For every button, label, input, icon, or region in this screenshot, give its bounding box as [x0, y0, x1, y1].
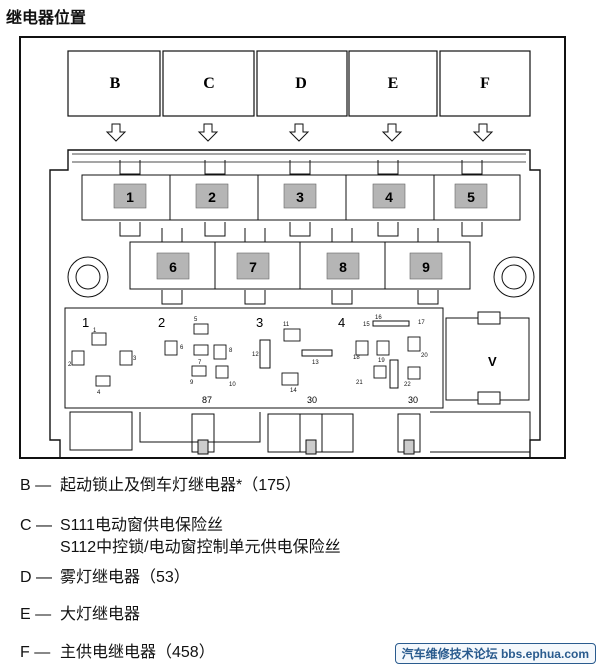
- slot-number-label: 13: [312, 360, 319, 366]
- arrow-icon: [288, 123, 310, 142]
- slot-number-label: 17: [418, 320, 425, 326]
- legend-key: C —: [20, 517, 52, 534]
- top-box-label-d: D: [295, 75, 307, 92]
- legend-text: S112中控锁/电动窗控制单元供电保险丝: [60, 539, 341, 556]
- relay-slot-3: [283, 183, 317, 209]
- slot-number-label: 6: [180, 345, 184, 351]
- slot-number-label: 2: [68, 362, 72, 368]
- top-box-label-c: C: [203, 75, 215, 92]
- relay-numbers-row-1: 1 2 3 4 5: [113, 183, 488, 209]
- legend-text: 雾灯继电器（53）: [60, 569, 190, 586]
- legend-item-f: F — 主供电继电器（458）: [20, 638, 215, 662]
- top-box-c: [162, 50, 255, 117]
- terminal-labels: 87 30 30: [202, 395, 418, 405]
- slot-number-label: 22: [404, 382, 411, 388]
- fuse-section: [64, 307, 530, 409]
- fuse-section-labels: 1 2 3 4 V: [82, 315, 497, 369]
- slot-number-label: 5: [194, 317, 198, 323]
- housing-outline: [49, 149, 541, 459]
- legend-item-b: B — 起动锁止及倒车灯继电器*（175）: [20, 471, 301, 495]
- slot-number-label: 20: [421, 353, 428, 359]
- page-title: 继电器位置: [6, 10, 87, 27]
- fuse-section-label-1: 1: [82, 315, 89, 330]
- slot-number-label: 4: [97, 390, 101, 396]
- legend-key: E —: [20, 606, 52, 623]
- relay-slot-1: [113, 183, 147, 209]
- mounting-holes: [67, 256, 535, 298]
- fuse-section-label-4: 4: [338, 315, 345, 330]
- top-box-group: B C D E F: [67, 50, 531, 117]
- relay-slot-5: [454, 183, 488, 209]
- slot-number-label: 18: [353, 355, 360, 361]
- relay-slot-2: [195, 183, 229, 209]
- top-box-e: [348, 50, 438, 117]
- watermark: 汽车维修技术论坛 bbs.ephua.com: [394, 643, 596, 664]
- top-box-label-f: F: [480, 75, 490, 92]
- relay-label-4: 4: [385, 189, 393, 205]
- fuse-section-label-2: 2: [158, 315, 165, 330]
- arrow-icon: [105, 123, 127, 142]
- legend-text: 大灯继电器: [60, 606, 141, 623]
- slot-number-label: 15: [363, 322, 370, 328]
- relay-slot-6: [156, 252, 190, 280]
- arrow-icon: [472, 123, 494, 142]
- top-box-label-e: E: [388, 75, 399, 92]
- slot-number-label: 1: [93, 328, 97, 334]
- relay-label-3: 3: [296, 189, 304, 205]
- relay-label-7: 7: [249, 259, 257, 275]
- relay-numbers-row-2: 6 7 8 9: [156, 252, 443, 280]
- slot-number-label: 9: [190, 380, 194, 386]
- slot-number-label: 8: [229, 348, 233, 354]
- relay-slot-4: [372, 183, 406, 209]
- relay-box-diagram: B C D E F 1 2 3 4 5: [19, 36, 566, 459]
- slot-number-label: 14: [290, 388, 297, 394]
- relay-label-9: 9: [422, 259, 430, 275]
- legend-key: F —: [20, 644, 51, 661]
- relay-label-5: 5: [467, 189, 475, 205]
- terminal-30-left: 30: [307, 395, 317, 405]
- relay-label-2: 2: [208, 189, 216, 205]
- legend-item-c-cont: S112中控锁/电动窗控制单元供电保险丝: [60, 533, 341, 557]
- fuse-section-label-3: 3: [256, 315, 263, 330]
- slot-number-label: 12: [252, 352, 259, 358]
- relay-label-8: 8: [339, 259, 347, 275]
- small-slot-numbers: 1 2 3 4 5 6 7 8 9 10 11 12 13 14 15 16 1…: [68, 315, 428, 396]
- arrow-icon: [381, 123, 403, 142]
- top-box-d: [256, 50, 348, 117]
- legend-text: 起动锁止及倒车灯继电器*（175）: [60, 477, 301, 494]
- top-box-b: [67, 50, 161, 117]
- relay-label-6: 6: [169, 259, 177, 275]
- legend-item-c: C — S111电动窗供电保险丝: [20, 511, 223, 535]
- legend-item-e: E — 大灯继电器: [20, 600, 140, 624]
- top-box-label-b: B: [110, 75, 121, 92]
- top-box-f: [439, 50, 531, 117]
- slot-number-label: 11: [283, 322, 290, 328]
- relay-slot-8: [326, 252, 360, 280]
- relay-label-1: 1: [126, 189, 134, 205]
- relay-row-2: [129, 228, 471, 305]
- slot-number-label: 3: [133, 356, 137, 362]
- down-arrows: [105, 123, 494, 142]
- legend-text: 主供电继电器（458）: [60, 644, 215, 661]
- terminal-87: 87: [202, 395, 212, 405]
- legend-text: S111电动窗供电保险丝: [60, 517, 223, 534]
- bottom-connectors: [69, 411, 531, 455]
- relay-slot-9: [409, 252, 443, 280]
- legend-key: B —: [20, 477, 52, 494]
- arrow-icon: [197, 123, 219, 142]
- legend-item-d: D — 雾灯继电器（53）: [20, 563, 190, 587]
- side-box-label: V: [488, 354, 497, 369]
- small-components: [71, 323, 421, 387]
- slot-number-label: 19: [378, 358, 385, 364]
- relay-row-1: [81, 160, 521, 237]
- slot-number-label: 21: [356, 380, 363, 386]
- relay-slot-7: [236, 252, 270, 280]
- legend-key: D —: [20, 569, 52, 586]
- terminal-30-right: 30: [408, 395, 418, 405]
- slot-number-label: 16: [375, 315, 382, 321]
- slot-number-label: 7: [198, 360, 202, 366]
- slot-number-label: 10: [229, 382, 236, 388]
